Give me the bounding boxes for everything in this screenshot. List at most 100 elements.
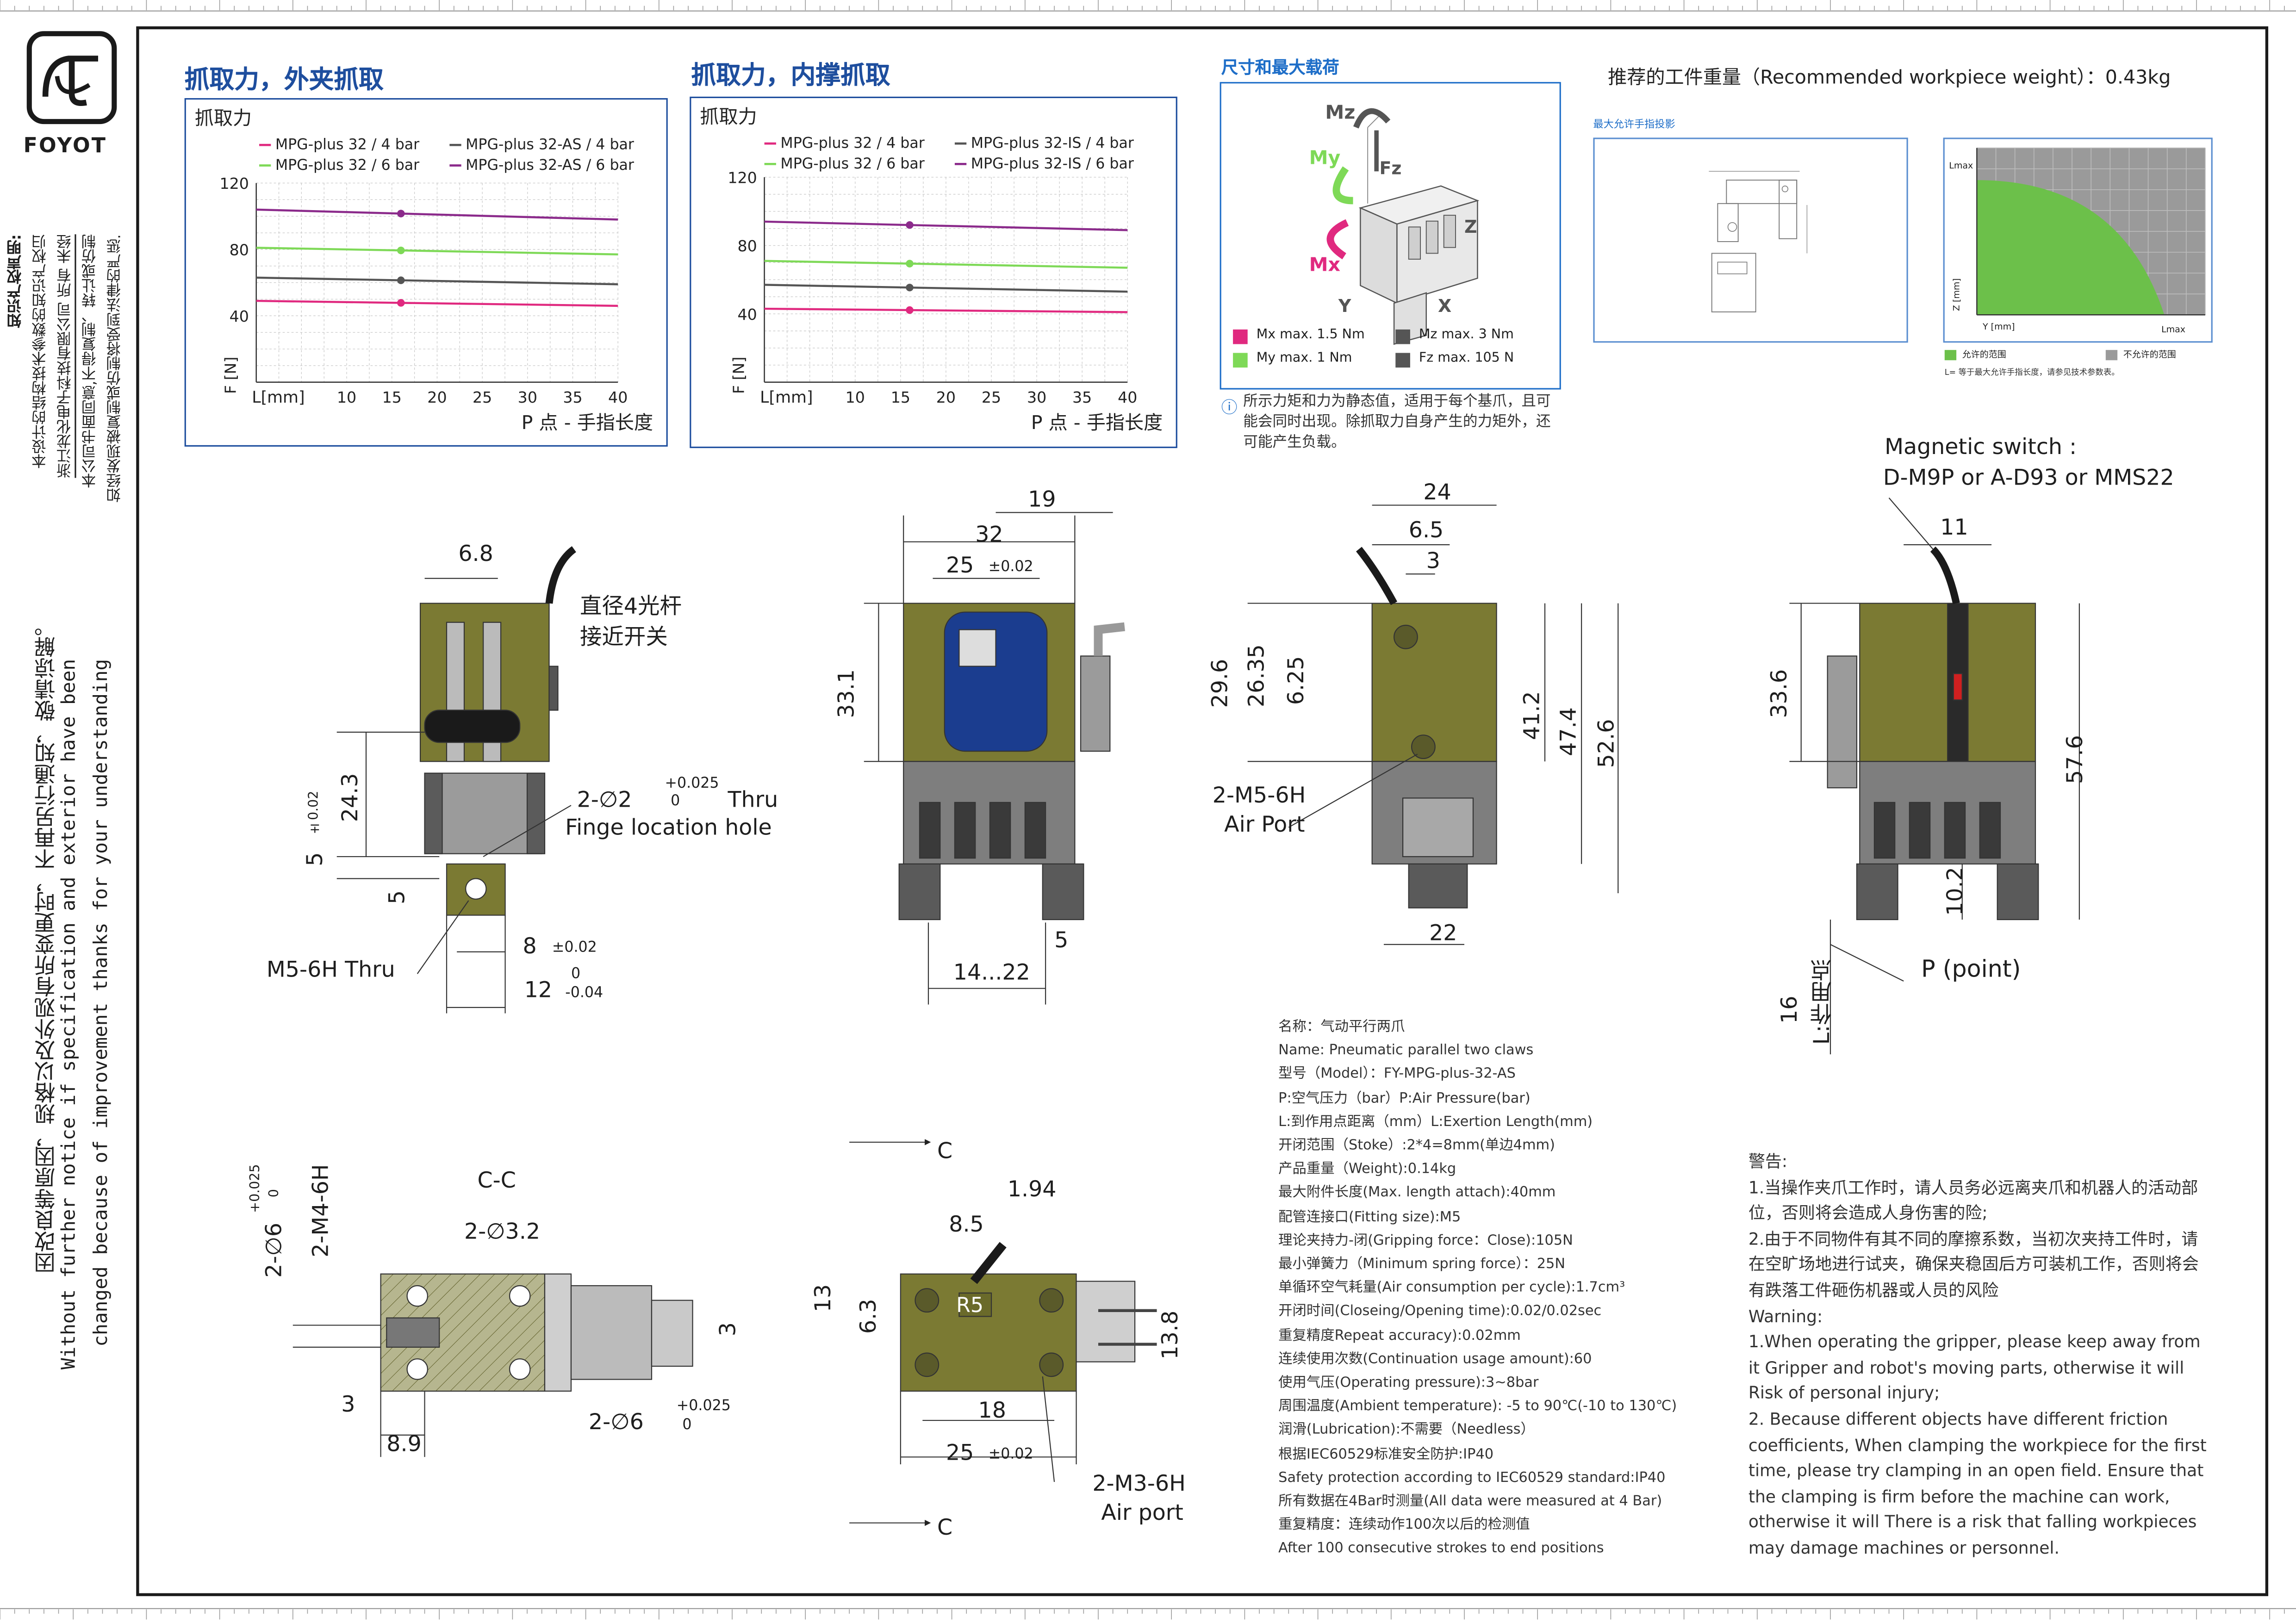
front-view-with-sensor — [336, 546, 577, 1014]
x-tick-label: 30 — [518, 388, 537, 406]
spec-line: 润滑(Lubrication):不需要（Needless） — [1278, 1422, 1535, 1439]
bottom-ruler — [0, 1608, 2296, 1620]
loads-box: Mz My Mx Fz Z Y X Mx max. 1.5 Nm Mz max.… — [1220, 82, 1561, 390]
series-line — [764, 284, 1128, 293]
dim-32: 32 — [975, 521, 1003, 548]
dim-12-tol-lo: -0.04 — [565, 985, 604, 1002]
sensor-label-1: 直径4光杆 — [579, 593, 682, 620]
notice-en-2: changed because of improvement thanks fo… — [91, 659, 113, 1347]
dim-47-4: 47.4 — [1555, 707, 1582, 756]
not-allowed-label: 不允许的范围 — [2123, 350, 2176, 361]
series-marker — [397, 246, 405, 255]
legend-label: MPG-plus 32 / 4 bar — [275, 137, 419, 153]
spec-line: 开闭范围（Stoke）:2*4=8mm(单边4mm) — [1278, 1138, 1555, 1154]
p-point-label: P (point) — [1921, 954, 2021, 983]
lmax-y: Lmax — [1949, 161, 1973, 172]
fz-label: Fz — [1379, 158, 1401, 179]
axis-x-label: X — [1438, 296, 1451, 316]
x-tick-label: 40 — [1118, 388, 1137, 406]
warning-en-title: Warning: — [1748, 1305, 1823, 1326]
finger-projection-box — [1593, 137, 1908, 343]
spec-line: 根据IEC60529标准安全防护:IP40 — [1278, 1446, 1494, 1462]
legend-label: MPG-plus 32 / 4 bar — [780, 135, 924, 152]
series-line — [256, 247, 618, 255]
y-tick-label: 40 — [738, 305, 757, 324]
section-c-c-label: C-C — [477, 1167, 516, 1194]
series-marker — [906, 284, 914, 292]
dim-12-tol-up: 0 — [571, 966, 581, 983]
legend-label: MPG-plus 32-IS / 4 bar — [971, 135, 1134, 152]
dim-13: 13 — [809, 1284, 836, 1313]
x-tick-label: 20 — [427, 388, 447, 406]
top-ruler — [0, 0, 2296, 12]
inner-grip-title: 抓取力，内撑抓取 — [691, 61, 890, 91]
thru-label: Thru — [728, 786, 778, 813]
series-marker — [906, 260, 914, 268]
hole6-tol-up: +0.025 — [676, 1398, 731, 1415]
dim-6-25: 6.25 — [1282, 656, 1309, 705]
chart-title: 抓取力 — [700, 106, 757, 128]
x-tick-label: 30 — [1027, 388, 1046, 406]
my-swatch — [1233, 353, 1248, 368]
dim-57-6: 57.6 — [2061, 735, 2088, 784]
allowed-label: 允许的范围 — [1962, 350, 2006, 361]
hole-tol-up: +0.025 — [665, 776, 719, 792]
x-tick-label: 40 — [608, 388, 628, 406]
dim-33-1: 33.1 — [833, 669, 860, 718]
spec-line: 单循环空气耗量(Air consumption per cycle):1.7cm… — [1278, 1280, 1625, 1296]
moment-limit-box: Lmax Lmax Z [mm] Y [mm] — [1943, 137, 2213, 343]
mx-max: Mx max. 1.5 Nm — [1256, 328, 1365, 343]
notice-en-1: Without further notice if specification … — [58, 659, 81, 1370]
hole-d6-tol-up: +0.025 — [249, 1164, 264, 1213]
legend-label: MPG-plus 32-AS / 4 bar — [466, 137, 634, 153]
series-marker — [906, 306, 914, 314]
warning-cn-1: 1.当操作夹爪工作时，请人员务必远离夹爪和机器人的活动部位，否则将会造成人身伤害… — [1748, 1176, 2198, 1223]
dim-3: 3 — [1426, 548, 1440, 574]
ip-line-3: 本公司书面同意,不得复制、转让或仿制 — [83, 234, 100, 488]
warning-title: 警告: — [1748, 1151, 1788, 1172]
dim-5: 5 — [1054, 927, 1069, 953]
axis-z-label: Z — [1464, 217, 1477, 237]
series-line — [256, 299, 618, 307]
spec-line: 周围温度(Ambient temperature): -5 to 90℃(-10… — [1278, 1399, 1677, 1415]
fz-max: Fz max. 105 N — [1419, 351, 1514, 366]
y-tick-label: 40 — [230, 307, 249, 325]
stroke-range: 14...22 — [953, 959, 1030, 986]
dim-3-right: 3 — [715, 1322, 741, 1337]
dim-24-3: 24.3 — [336, 773, 363, 822]
spec-line: 重复精度Repeat accuracy):0.02mm — [1278, 1327, 1521, 1344]
x-tick-label: 15 — [891, 388, 910, 406]
spec-line: L:到作用点距离（mm）L:Exertion Length(mm) — [1278, 1114, 1593, 1131]
left-band: FOYOT 知识产权声明: 本设计的结构技术参数的知识产权归 浙江龙化电子科技有… — [0, 0, 133, 1596]
series-line — [764, 260, 1128, 269]
brand-name: FOYOT — [23, 135, 107, 158]
section-marker-top: C — [937, 1138, 953, 1164]
x-tick-label: 25 — [473, 388, 492, 406]
ip-line-1: 本设计的结构技术参数的知识产权归 — [33, 234, 50, 469]
notice-cn: 因改良等原因，规格以及外观有所变更时，不再另行通知，敬请谅解。 — [35, 615, 59, 1274]
sensor-label-2: 接近开关 — [579, 623, 668, 650]
dim-8-5: 8.5 — [949, 1211, 984, 1238]
dim-13-8: 13.8 — [1157, 1310, 1183, 1360]
spec-line: 名称：气动平行两爪 — [1278, 1019, 1405, 1035]
lmax-x: Lmax — [2161, 325, 2186, 336]
dim-6-8: 6.8 — [458, 540, 493, 567]
x-axis-label: P 点 - 手指长度 — [1031, 411, 1163, 434]
y-tick-label: 80 — [230, 241, 249, 259]
allowed-swatch — [1944, 350, 1957, 361]
hole-2-d3-2: 2-∅3.2 — [464, 1218, 541, 1245]
series-marker — [397, 276, 405, 284]
dim-8-9: 8.9 — [386, 1431, 422, 1457]
dim-8: 8 — [523, 933, 537, 959]
legend-label: MPG-plus 32-IS / 6 bar — [971, 156, 1134, 172]
series-marker — [397, 299, 405, 307]
x-tick-label: 35 — [563, 388, 582, 406]
x-tick-label: 35 — [1072, 388, 1092, 406]
thread-2-m4: 2-M4-6H — [307, 1164, 334, 1257]
x-unit-label: L[mm] — [252, 388, 305, 407]
spec-line: 所有数据在4Bar时测量(All data were measured at 4… — [1278, 1493, 1662, 1510]
dim-11: 11 — [1940, 514, 1968, 541]
hole-2-d6-side: 2-∅6 — [261, 1222, 287, 1278]
